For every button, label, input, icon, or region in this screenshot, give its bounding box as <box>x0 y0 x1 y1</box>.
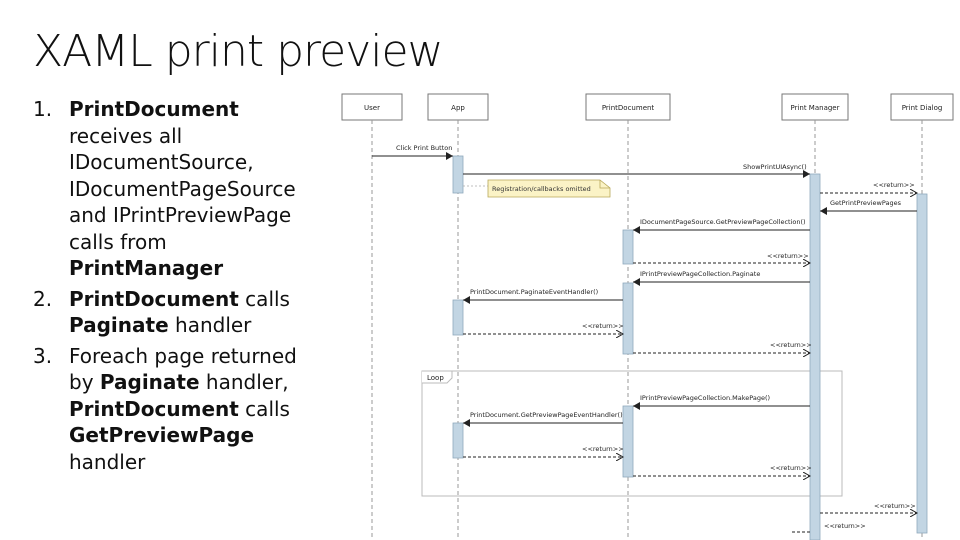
step-segment: Paginate <box>69 313 169 337</box>
message-label: <<return>> <box>770 464 812 472</box>
step-number: 2. <box>33 286 53 311</box>
activation-printdocument-1 <box>622 229 634 265</box>
participant-label: Print Dialog <box>902 104 943 112</box>
step-text: PrintDocument receives all IDocumentSour… <box>69 97 296 280</box>
message-label: IPrintPreviewPageCollection.MakePage() <box>640 394 770 402</box>
message-label: <<return>> <box>770 341 812 349</box>
step-segment: handler <box>69 449 146 474</box>
message-label: PrintDocument.GetPreviewPageEventHandler… <box>470 411 623 419</box>
activation-printdocument-3 <box>622 405 634 478</box>
participant-label: Print Manager <box>790 104 839 112</box>
message-label: <<return>> <box>582 322 624 330</box>
message-label: <<return>> <box>873 181 915 189</box>
activation-app-2 <box>452 299 464 336</box>
step-segment: Foreach page returned by <box>69 343 297 395</box>
participant-user: User <box>341 93 403 121</box>
loop-label: Loop <box>427 374 444 382</box>
message-label: PrintDocument.PaginateEventHandler() <box>470 288 598 296</box>
message-label: <<return>> <box>874 502 916 510</box>
activation-print-manager <box>809 173 821 540</box>
step-segment: calls <box>238 286 290 311</box>
page-title: XAML print preview <box>33 26 444 77</box>
step-number: 1. <box>33 97 53 121</box>
message-label: IDocumentPageSource.GetPreviewPageCollec… <box>640 218 806 226</box>
note-text: Registration/callbacks omitted <box>492 185 591 193</box>
step-segment: PrintDocument <box>69 286 239 311</box>
participant-printdocument: PrintDocument <box>585 93 671 121</box>
activation-app-3 <box>452 422 464 459</box>
activation-app-1 <box>452 155 464 194</box>
message-label: ShowPrintUIAsync() <box>743 163 807 171</box>
steps-list: 1. PrintDocument receives all IDocumentS… <box>33 96 323 479</box>
step-text: PrintDocument calls Paginate handler <box>69 287 290 338</box>
loop-fragment: Loop <box>421 370 843 497</box>
step-segment: handler, <box>199 370 289 394</box>
participant-print-dialog: Print Dialog <box>890 93 954 121</box>
step-segment: PrintDocument <box>69 97 239 121</box>
step-number: 3. <box>33 343 53 368</box>
message-label: <<return>> <box>582 445 624 453</box>
message-label: Click Print Button <box>396 144 452 152</box>
step-segment: calls <box>238 396 290 421</box>
step-segment: PrintManager <box>69 256 224 280</box>
activation-printdocument-2 <box>622 282 634 355</box>
step-item: 1. PrintDocument receives all IDocumentS… <box>33 96 323 282</box>
message-label: IPrintPreviewPageCollection.Paginate <box>640 270 760 278</box>
participant-label: User <box>364 104 380 112</box>
message-label: <<return>> <box>824 522 866 530</box>
participant-label: App <box>451 104 465 112</box>
participant-app: App <box>427 93 489 121</box>
step-text: Foreach page returned by Paginate handle… <box>69 344 297 474</box>
step-item: 2. PrintDocument calls Paginate handler <box>33 286 323 339</box>
step-segment: receives all IDocumentSource, IDocumentP… <box>69 123 296 254</box>
participant-label: PrintDocument <box>602 104 655 112</box>
note: Registration/callbacks omitted <box>463 179 611 198</box>
step-segment: handler <box>168 313 252 337</box>
activation-print-dialog <box>916 193 928 534</box>
step-segment: Paginate <box>99 370 200 394</box>
step-segment: GetPreviewPage <box>69 423 255 447</box>
message-label: GetPrintPreviewPages <box>830 199 902 207</box>
participant-print-manager: Print Manager <box>781 93 849 121</box>
step-segment: PrintDocument <box>69 396 239 421</box>
step-item: 3. Foreach page returned by Paginate han… <box>33 343 323 476</box>
message-label: <<return>> <box>767 252 809 260</box>
